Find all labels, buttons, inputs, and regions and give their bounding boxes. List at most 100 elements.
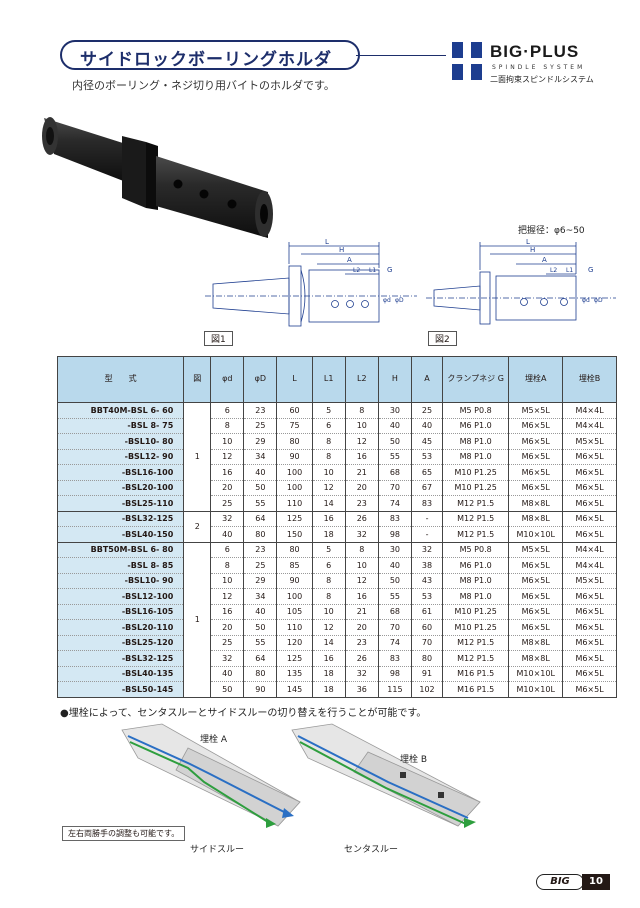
model-cell: -BSL10- 90 [56,572,185,589]
table-cell: 10 [311,603,346,620]
table-cell: M6×5L [562,464,617,480]
table-cell: 38 [410,557,444,573]
table-cell: 16 [344,588,379,604]
plug-b-label: 埋栓 B [400,755,428,765]
table-cell: 25 [243,417,278,434]
table-cell: 74 [377,634,413,651]
table-cell: M6 P1.0 [442,417,510,434]
table-cell: 8 [210,417,245,434]
model-cell: BBT50M-BSL 6- 80 [56,541,185,558]
model-cell: -BSL 8- 75 [56,417,185,434]
dim-L1: L1 [369,267,376,274]
table-cell: 40 [410,417,444,434]
table-cell: 23 [243,402,278,418]
table-cell: M6×5L [562,448,617,465]
page-footer: BIG 10 [536,874,610,890]
table-cell: 12 [344,572,379,589]
table-cell: 110 [276,495,313,511]
table-cell: 40 [377,557,413,573]
table-cell: 21 [344,464,379,480]
table-cell: M6×5L [562,650,617,666]
table-cell: 40 [210,665,245,682]
table-cell: 25 [210,634,245,651]
table-cell: 16 [311,510,346,527]
figure-2-label: 図2 [428,331,457,346]
table-cell: 12 [311,479,346,496]
table-cell: M6×5L [562,634,617,651]
model-cell: -BSL40-135 [56,665,185,682]
table-cell: 80 [276,541,313,558]
table-cell: 50 [377,572,413,589]
table-cell: 16 [344,448,379,465]
table-cell: 8 [311,588,346,604]
table-cell: 34 [243,588,278,604]
table-cell: M6×5L [508,572,564,589]
table-cell: 18 [311,526,346,542]
table-cell: 91 [410,665,444,682]
dim-G: G [387,266,392,274]
table-cell: 8 [344,541,379,558]
table-cell: M4×4L [562,557,617,573]
table-cell: 60 [410,619,444,635]
table-cell: 40 [243,464,278,480]
table-cell: 75 [276,417,313,434]
table-cell: 26 [344,510,379,527]
page-title: サイドロックボーリングホルダ [80,50,332,70]
big-plus-mark-icon [452,42,482,80]
model-cell: -BSL12-100 [56,588,185,604]
table-cell: M6×5L [508,557,564,573]
table-cell: M4×4L [562,541,617,558]
table-cell: 40 [377,417,413,434]
table-cell: 83 [377,650,413,666]
table-cell: M6×5L [508,417,564,434]
table-cell: 43 [410,572,444,589]
table-cell: M6×5L [508,433,564,449]
col-header-A: A [410,356,444,403]
table-cell: M5 P0.8 [442,402,510,418]
table-cell: 67 [410,479,444,496]
table-cell: M6×5L [562,495,617,511]
table-cell: M10×10L [508,526,564,542]
table-cell: 25 [210,495,245,511]
table-cell: 90 [243,681,278,698]
dim-L: L [526,238,530,246]
table-cell: M10 P1.25 [442,603,510,620]
model-cell: -BSL12- 90 [56,448,185,465]
figure-1-label: 図1 [204,331,233,346]
table-cell: 8 [311,433,346,449]
table-cell: M8 P1.0 [442,588,510,604]
table-cell: 55 [377,588,413,604]
col-header-L: L [276,356,313,403]
spec-table: 型 式 図 φd φD L L1 L2 H A クランプネジ G 埋栓A 埋栓B… [56,356,617,698]
table-cell: 105 [276,603,313,620]
table-cell: 80 [243,665,278,682]
table-cell: 85 [276,557,313,573]
table-cell: 80 [410,650,444,666]
table-cell: 70 [410,634,444,651]
table-cell: 6 [210,402,245,418]
dim-H: H [339,246,344,254]
table-cell: 6 [311,557,346,573]
page-subtitle: 内径のボーリング・ネジ切り用バイトのホルダです。 [72,79,335,92]
title-rule [356,55,446,56]
model-cell: -BSL32-125 [56,650,185,666]
table-cell: 10 [311,464,346,480]
table-cell: M8×8L [508,510,564,527]
table-cell: 16 [311,650,346,666]
table-cell: M8×8L [508,650,564,666]
table-cell: 12 [210,448,245,465]
table-cell: 53 [410,448,444,465]
grip-range: 把握径：φ6~50 [518,226,585,236]
table-cell: 16 [210,464,245,480]
dim-G: G [588,266,593,274]
table-cell: M5×5L [562,433,617,449]
logo-brand: BIG·PLUS [490,42,580,61]
table-cell: M6×5L [508,464,564,480]
table-cell: M6×5L [562,665,617,682]
table-cell: 60 [276,402,313,418]
table-cell: 12 [344,433,379,449]
